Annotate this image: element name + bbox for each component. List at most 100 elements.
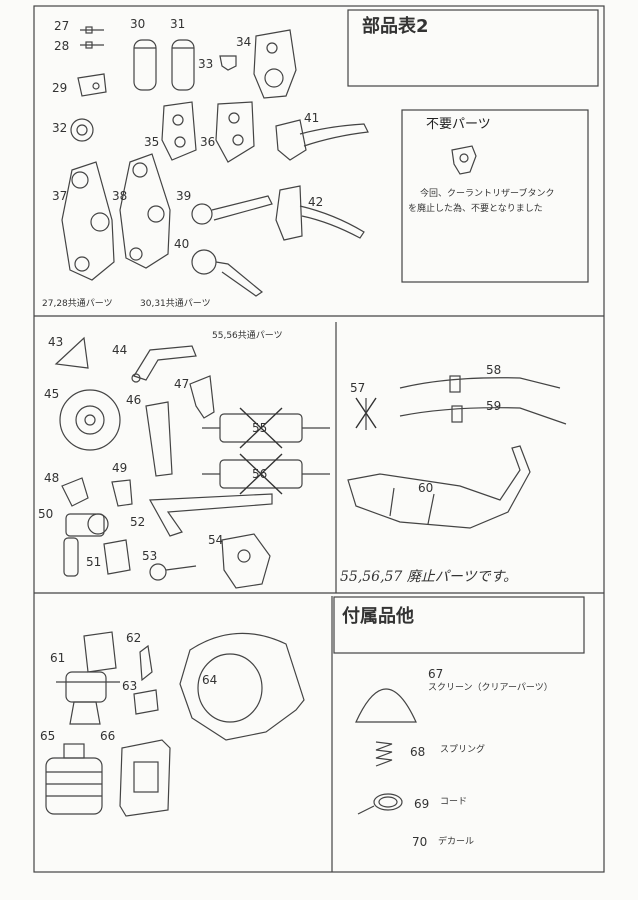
page-frame — [33, 5, 605, 873]
part-39-40-clipons — [191, 195, 273, 297]
note-common-30-31: 30,31共通パーツ — [140, 299, 211, 309]
part-35-36-calipers — [161, 101, 255, 163]
part-number: 38 — [112, 189, 128, 203]
accessories-title-box — [333, 596, 585, 654]
part-27-28-screws — [80, 26, 104, 49]
part-number: 37 — [52, 189, 68, 203]
part-number: 34 — [236, 35, 252, 49]
part-41-lever — [275, 119, 369, 161]
part-61-carburetor — [56, 631, 120, 725]
part-53 — [149, 563, 167, 581]
note-common-55-56: 55,56共通パーツ — [212, 331, 283, 341]
part-number: 65 — [40, 729, 56, 743]
part-number: 42 — [308, 195, 324, 209]
part-number: 39 — [176, 189, 192, 203]
part-number: 60 — [418, 481, 434, 495]
part-number: 52 — [130, 515, 146, 529]
part-number: 53 — [142, 549, 158, 563]
part-number: 27 — [54, 19, 70, 33]
part-54-caliper — [221, 533, 271, 589]
part-37-triple-clamp — [61, 161, 115, 281]
part-number: 32 — [52, 121, 68, 135]
part-number: 70 — [412, 835, 428, 849]
abolished-cross-marks — [239, 397, 377, 495]
part-32-cap — [70, 118, 94, 142]
part-number: 28 — [54, 39, 70, 53]
part-number: 49 — [112, 461, 128, 475]
part-66-block — [119, 739, 171, 817]
part-63 — [133, 689, 159, 715]
accessories-title: 付属品他 — [342, 606, 414, 627]
part-number: 45 — [44, 387, 60, 401]
part-44-arm — [133, 345, 197, 381]
part-number: 57 — [350, 381, 366, 395]
part-47 — [189, 375, 215, 419]
part-34-bracket — [253, 29, 297, 99]
part-62 — [139, 644, 153, 682]
part-number: 67 — [428, 667, 444, 681]
part-number: 61 — [50, 651, 66, 665]
part-29-plate — [77, 73, 107, 97]
parts-table-title-box — [347, 9, 599, 87]
unneeded-note-line1: 今回、クーラントリザーブタンク — [420, 189, 555, 199]
part-number: 55 — [252, 421, 268, 435]
part-50-reservoir — [63, 513, 109, 577]
part-49 — [111, 479, 133, 507]
unneeded-parts-box — [401, 109, 589, 283]
part-number: 64 — [202, 673, 218, 687]
part-number: 48 — [44, 471, 60, 485]
part-number: 63 — [122, 679, 138, 693]
note-common-27-28: 27,28共通パーツ — [42, 299, 113, 309]
part-number: 35 — [144, 135, 160, 149]
part-68-spring — [375, 741, 393, 767]
part-number: 43 — [48, 335, 64, 349]
part-number: 69 — [414, 797, 430, 811]
part-45-disc — [59, 389, 121, 451]
part-65-cylinder — [45, 743, 103, 815]
part-number: 41 — [304, 111, 320, 125]
accessory-decal-label: デカール — [438, 837, 475, 847]
unneeded-note-line2: を廃止した為、不要となりました — [408, 204, 543, 214]
unneeded-parts-title: 不要パーツ — [426, 117, 491, 132]
part-64-cover — [179, 632, 305, 741]
part-number: 51 — [86, 555, 102, 569]
part-number: 44 — [112, 343, 128, 357]
part-number: 33 — [198, 57, 214, 71]
part-number: 47 — [174, 377, 190, 391]
part-60-chamber — [347, 445, 531, 529]
part-number: 40 — [174, 237, 190, 251]
part-number: 68 — [410, 745, 426, 759]
part-number: 36 — [200, 135, 216, 149]
part-38-triple-clamp — [119, 153, 171, 269]
part-46-bracket — [145, 401, 173, 477]
part-55-56-mufflers — [202, 413, 330, 489]
part-number: 59 — [486, 399, 502, 413]
part-number: 46 — [126, 393, 142, 407]
part-48 — [61, 477, 89, 507]
part-number: 62 — [126, 631, 142, 645]
part-33 — [219, 55, 237, 71]
part-number: 29 — [52, 81, 68, 95]
part-number: 56 — [252, 467, 268, 481]
part-52-arm — [149, 493, 273, 537]
part-number: 58 — [486, 363, 502, 377]
accessory-cord-label: コード — [440, 797, 468, 807]
parts-table-title: 部品表2 — [362, 16, 429, 37]
part-30-31-grips — [133, 39, 195, 91]
part-number: 50 — [38, 507, 54, 521]
part-69-cord — [373, 793, 403, 811]
part-number: 30 — [130, 17, 146, 31]
part-51 — [103, 539, 131, 575]
note-abolished-parts: 55,56,57 廃止パーツです。 — [340, 569, 518, 585]
part-number: 31 — [170, 17, 186, 31]
accessory-spring-label: スプリング — [440, 745, 486, 755]
part-42-lever — [275, 185, 365, 241]
accessory-screen-label: スクリーン（クリアーパーツ） — [428, 683, 553, 693]
part-58-59-hoses — [399, 375, 567, 425]
part-67-screen — [355, 688, 417, 723]
part-number: 54 — [208, 533, 224, 547]
unneeded-part-icon — [451, 145, 477, 175]
part-43-plate — [54, 336, 89, 369]
